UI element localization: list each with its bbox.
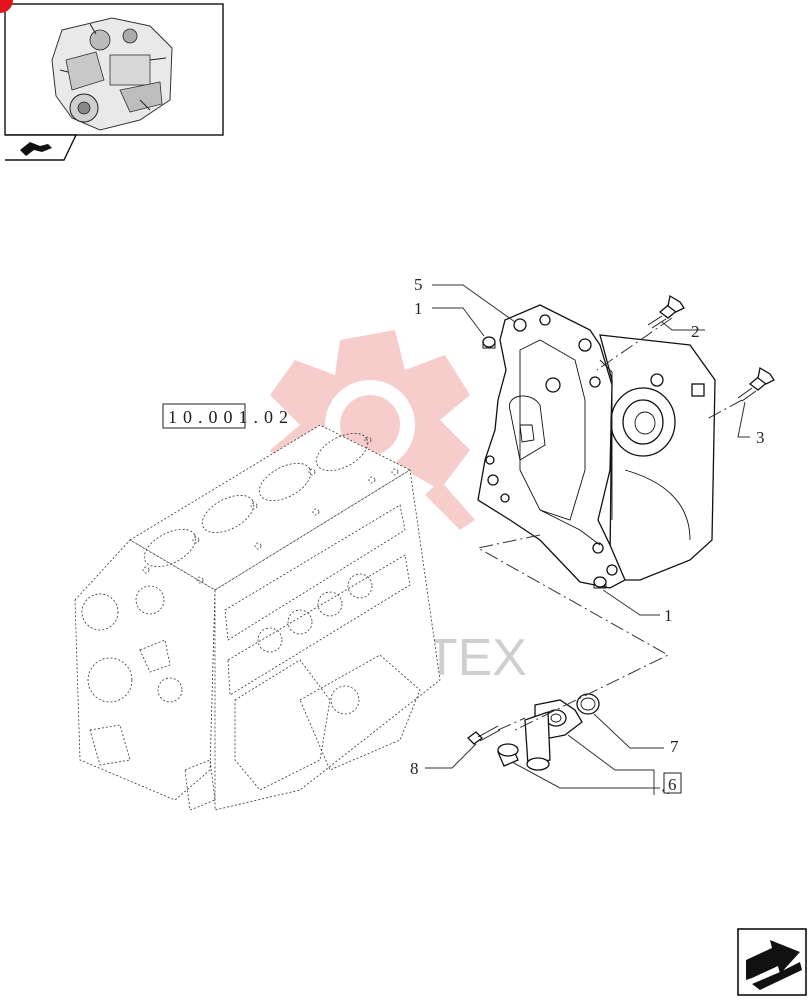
align-line-bolt-2 — [596, 317, 673, 371]
callout-8[interactable]: 8 — [410, 759, 419, 778]
dowel-pin-1-bottom-part[interactable] — [593, 576, 607, 589]
leader-1-bottom — [602, 589, 660, 616]
reference-text: 10.001.02 — [168, 407, 294, 427]
callout-7[interactable]: 7 — [670, 737, 679, 756]
leader-3 — [737, 401, 750, 438]
leader-8 — [425, 743, 477, 769]
next-page-button[interactable] — [737, 928, 807, 996]
engine-block-ghost — [74, 424, 441, 811]
align-line-bolt-3 — [704, 399, 743, 421]
thumbnail-panel[interactable] — [4, 3, 224, 161]
callout-1-bottom[interactable]: 1 — [664, 606, 673, 625]
kit-box-6[interactable]: 6 — [663, 772, 682, 794]
bolt-3-part[interactable] — [737, 366, 775, 402]
reference-label[interactable]: 10.001.02 — [162, 403, 294, 429]
plug-4-part[interactable] — [497, 743, 519, 767]
leader-7 — [593, 713, 664, 749]
bolt-2-part[interactable] — [647, 294, 685, 329]
callout-1-top[interactable]: 1 — [414, 299, 423, 318]
pipe-4-part[interactable] — [524, 699, 583, 771]
back-to-engine-icon[interactable] — [20, 142, 52, 156]
engine-thumbnail-icon — [51, 17, 173, 131]
seal-ring-7-part[interactable] — [576, 693, 600, 715]
callout-3[interactable]: 3 — [756, 428, 765, 447]
leader-1-top — [432, 307, 485, 337]
callout-2[interactable]: 2 — [691, 322, 700, 341]
timing-cover-part[interactable] — [477, 304, 716, 589]
corner-badge — [0, 0, 13, 13]
leader-4-pipe — [567, 734, 655, 795]
dowel-pin-1-top-part[interactable] — [482, 336, 496, 349]
leader-2 — [661, 321, 705, 331]
screw-8-part[interactable] — [467, 725, 501, 745]
leader-5 — [432, 284, 516, 323]
align-line-cover-to-block — [476, 534, 670, 731]
leader-4-plug — [511, 761, 660, 789]
next-page-arrow-icon — [746, 940, 802, 990]
kit-box-label: 6 — [668, 775, 677, 794]
align-line-screw — [497, 717, 526, 731]
callout-5[interactable]: 5 — [414, 275, 423, 294]
